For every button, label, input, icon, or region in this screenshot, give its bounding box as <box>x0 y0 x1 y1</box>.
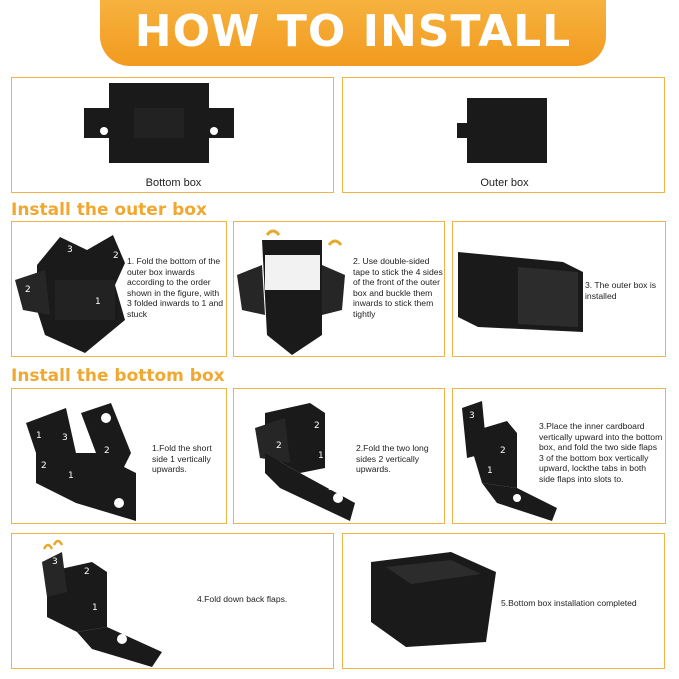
outer-step1-num-3: 3 <box>67 245 73 255</box>
bottom-step4-text: 4.Fold down back flaps. <box>197 594 288 604</box>
outer-step1-num-2a: 2 <box>113 251 119 261</box>
outer-step1-text: 1. Fold the bottom of the outer box inwa… <box>127 256 224 319</box>
outer-step1-num-1: 1 <box>95 297 101 307</box>
bottom-step4-illustration: 3 2 1 <box>42 539 162 667</box>
bottom-step1-illustration: 1 3 2 2 1 <box>26 403 136 521</box>
bottom-step5-panel: 5.Bottom box installation completed <box>342 533 665 669</box>
bottom-step4-num-1: 1 <box>92 603 98 613</box>
bottom-step1-panel: 1 3 2 2 1 1.Fold the short side 1 vertic… <box>11 388 227 524</box>
bottom-box-flat-illustration <box>84 83 234 163</box>
bottom-step2-num-1: 1 <box>318 451 324 461</box>
bottom-step2-num-2b: 2 <box>276 441 282 451</box>
outer-box-assembled-illustration <box>458 252 583 332</box>
bottom-step3-panel: 3 2 1 3.Place the inner cardboard vertic… <box>452 388 666 524</box>
outer-step2-illustration <box>237 229 345 355</box>
bottom-step3-num-3: 3 <box>469 411 475 421</box>
bottom-step1-num-2a: 2 <box>41 461 47 471</box>
bottom-step1-text: 1.Fold the short side 1 vertically upwar… <box>152 443 212 475</box>
bottom-step1-num-3: 3 <box>62 433 68 443</box>
outer-section-title: Install the outer box <box>11 200 207 220</box>
outer-step3-panel: 3. The outer box is installed <box>452 221 666 357</box>
bottom-step3-num-1: 1 <box>487 466 493 476</box>
bottom-section-title: Install the bottom box <box>11 366 225 386</box>
tape-arrow-icon <box>265 229 281 236</box>
bottom-box-panel: Bottom box <box>11 77 334 193</box>
outer-step1-illustration: 3 2 2 1 <box>15 235 125 353</box>
fold-arrow-icon <box>52 539 64 546</box>
bottom-step4-num-3: 3 <box>52 557 58 567</box>
bottom-step2-panel: 2 2 1 3 2.Fold the two long sides 2 vert… <box>233 388 445 524</box>
outer-box-label: Outer box <box>480 177 529 189</box>
bottom-step1-num-1b: 1 <box>68 471 74 481</box>
outer-step1-num-2b: 2 <box>25 285 31 295</box>
bottom-box-completed-illustration <box>371 552 496 647</box>
bottom-step3-illustration: 3 2 1 <box>462 401 557 521</box>
bottom-step3-text: 3.Place the inner cardboard vertically u… <box>539 421 663 484</box>
bottom-step1-num-1a: 1 <box>36 431 42 441</box>
fold-arrow-icon <box>42 543 54 550</box>
bottom-step2-illustration: 2 2 1 3 <box>255 403 355 521</box>
outer-step1-panel: 3 2 2 1 1. Fold the bottom of the outer … <box>11 221 227 357</box>
bottom-step4-panel: 3 2 1 4.Fold down back flaps. <box>11 533 334 669</box>
outer-step3-text: 3. The outer box is installed <box>585 280 657 301</box>
bottom-step4-num-2: 2 <box>84 567 90 577</box>
bottom-box-label: Bottom box <box>145 177 202 189</box>
outer-box-flat-illustration <box>457 98 547 163</box>
bottom-step2-num-2a: 2 <box>314 421 320 431</box>
page-title: HOW TO INSTALL <box>134 6 572 57</box>
bottom-step3-num-2: 2 <box>500 446 506 456</box>
tape-arrow-icon <box>327 239 343 246</box>
bottom-step5-text: 5.Bottom box installation completed <box>501 598 637 608</box>
outer-step2-panel: 2. Use double-sided tape to stick the 4 … <box>233 221 445 357</box>
header-banner: HOW TO INSTALL <box>100 0 606 66</box>
outer-box-panel: Outer box <box>342 77 665 193</box>
bottom-step2-num-3: 3 <box>328 483 334 493</box>
bottom-step2-text: 2.Fold the two long sides 2 vertically u… <box>356 443 429 475</box>
bottom-step1-num-2b: 2 <box>104 446 110 456</box>
outer-step2-text: 2. Use double-sided tape to stick the 4 … <box>353 256 443 319</box>
